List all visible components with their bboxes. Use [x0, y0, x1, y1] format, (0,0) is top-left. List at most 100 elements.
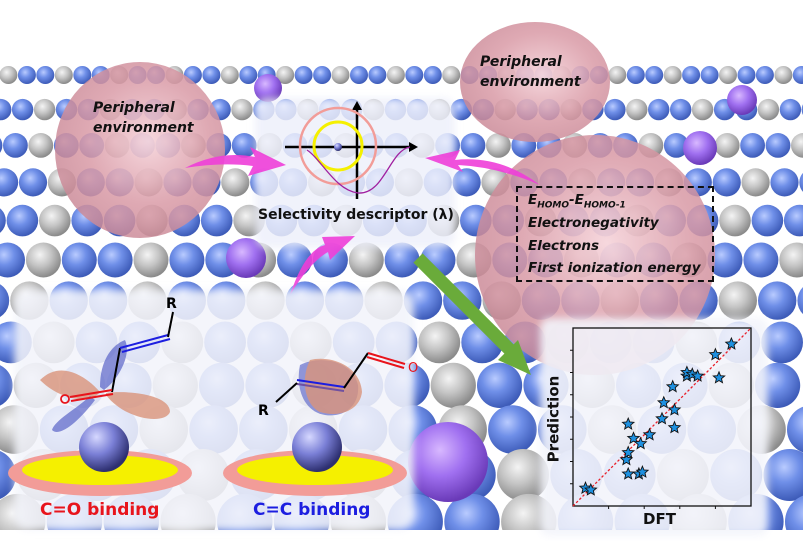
lattice-atom — [0, 66, 18, 84]
lattice-atom — [770, 168, 799, 197]
lattice-atom — [133, 242, 169, 278]
arrow-bottom-to-descriptor — [290, 236, 355, 295]
lattice-atom — [384, 242, 420, 278]
lattice-atom — [405, 66, 424, 84]
lattice-atom — [755, 66, 774, 84]
plot-xlabel: DFT — [643, 510, 676, 528]
lattice-atom — [648, 98, 670, 121]
lattice-atom — [714, 133, 740, 158]
co-substituent-label: R — [166, 296, 177, 312]
co-binding-label: C=O binding — [40, 500, 160, 520]
lattice-atom — [779, 242, 803, 278]
lattice-atom — [0, 451, 16, 499]
cc-binding-label: C=C binding — [253, 500, 371, 520]
lattice-atom — [39, 204, 71, 237]
data-point — [626, 431, 641, 445]
lattice-atom — [423, 66, 442, 84]
lattice-atom — [313, 66, 332, 84]
lattice-atom — [792, 66, 803, 84]
peripheral-label-left-line2: environment — [93, 120, 194, 136]
lattice-atom — [0, 138, 3, 153]
data-point — [667, 420, 682, 434]
lattice-atom — [0, 208, 6, 233]
feature-homo-gap: EHOMO-EHOMO-1 — [528, 192, 626, 211]
data-point — [665, 379, 680, 393]
lattice-atom — [368, 66, 387, 84]
plot-backdrop — [540, 318, 768, 536]
lattice-atom — [751, 204, 784, 237]
feature-homo-sub: HOMO — [537, 200, 570, 211]
feature-homo-e: E — [528, 192, 538, 208]
data-point — [724, 336, 739, 350]
lattice-atom — [418, 321, 461, 364]
lattice-atom — [294, 66, 313, 84]
peripheral-label-left: Peripheral environment — [93, 98, 194, 138]
lattice-atom — [626, 98, 648, 121]
lattice-atom — [783, 204, 803, 237]
lattice-atom — [0, 242, 25, 278]
lattice-atom — [779, 98, 802, 121]
lattice-atom — [386, 66, 405, 84]
lattice-atom — [220, 66, 239, 84]
dopant-atom — [683, 131, 717, 165]
cc-binding-illustration — [223, 352, 407, 496]
lattice-atom — [444, 493, 500, 541]
lattice-atom — [33, 98, 56, 121]
dopant-atom — [226, 238, 266, 278]
descriptor-glyph — [285, 101, 418, 199]
lattice-atom — [719, 66, 737, 84]
lattice-atom — [231, 133, 257, 158]
data-point — [621, 416, 636, 430]
lattice-atom — [799, 172, 803, 192]
lattice-atom — [169, 242, 205, 278]
lattice-atom — [691, 98, 714, 121]
lattice-atom — [797, 287, 803, 315]
data-point — [621, 445, 636, 459]
data-point — [712, 370, 726, 384]
dopant-atom — [727, 85, 757, 115]
lattice-atom — [350, 66, 368, 84]
lattice-atom — [765, 133, 791, 158]
peripheral-sphere-right — [475, 135, 715, 375]
lattice-atom — [626, 66, 645, 84]
lattice-atom — [486, 133, 511, 158]
lattice-atom — [707, 242, 743, 278]
lattice-atom — [737, 66, 756, 84]
lattice-atom — [663, 133, 689, 158]
lattice-atom — [477, 362, 523, 408]
lattice-atom — [791, 133, 803, 158]
data-point — [667, 402, 682, 416]
lattice-atom — [200, 204, 233, 237]
lattice-atom — [757, 98, 780, 121]
data-point — [583, 482, 598, 496]
data-point — [642, 427, 657, 441]
background-top — [0, 0, 803, 62]
feature-ionization-energy: First ionization energy — [528, 260, 701, 276]
lattice-atom — [488, 405, 537, 454]
lattice-atom — [61, 242, 97, 278]
lattice-atom — [97, 242, 133, 278]
arrow-to-prediction — [413, 253, 531, 375]
parity-line — [572, 327, 752, 507]
lattice-atom — [497, 449, 549, 501]
lattice-atom — [604, 98, 626, 121]
parity-plot — [570, 327, 752, 509]
lattice-atom — [718, 281, 757, 320]
peripheral-label-left-line1: Peripheral — [93, 100, 175, 116]
lattice-atom — [761, 321, 803, 364]
lattice-atom — [682, 66, 701, 84]
lattice-atom — [0, 98, 12, 121]
lattice-atom — [700, 66, 719, 84]
background-bottom — [0, 530, 803, 541]
lattice-atom — [0, 365, 13, 406]
lattice-atom — [743, 242, 779, 278]
peripheral-sphere-left — [55, 62, 225, 238]
descriptor-panel — [255, 98, 455, 248]
lattice-atom — [430, 362, 476, 408]
data-point — [708, 347, 723, 361]
lattice-atom — [741, 168, 770, 197]
lattice-atom — [670, 98, 692, 121]
co-binding-illustration — [8, 311, 192, 496]
lattice-atom — [452, 168, 481, 197]
